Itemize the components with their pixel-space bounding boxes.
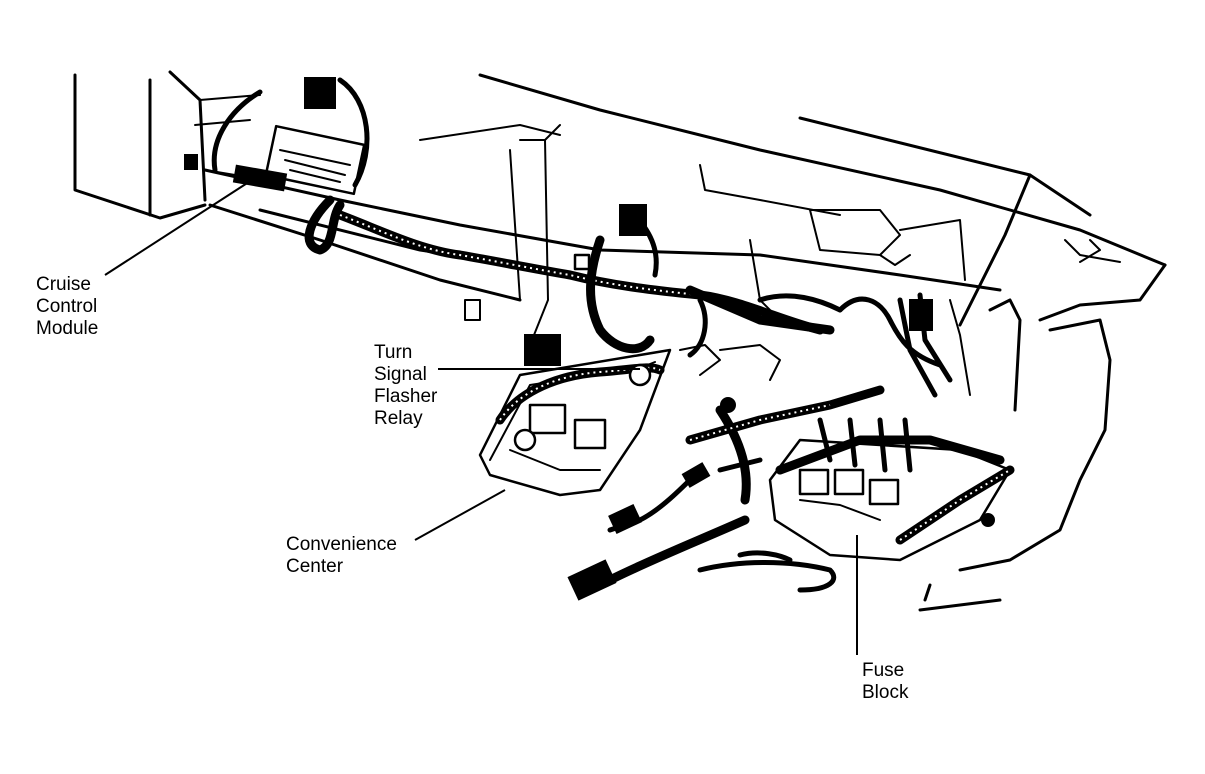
label-line: Module <box>36 318 99 339</box>
label-fuse-block: Fuse Block <box>862 660 908 704</box>
leader-convenience-center <box>414 489 506 541</box>
fuse-block-assembly <box>697 417 1015 593</box>
label-convenience-center: Convenience Center <box>286 534 397 578</box>
main-wiring-harness <box>335 204 953 398</box>
label-line: Convenience <box>286 534 397 555</box>
label-line: Signal <box>374 364 427 385</box>
label-line: Turn <box>374 342 413 363</box>
label-turn-signal-flasher-relay: Turn Signal Flasher Relay <box>374 342 437 430</box>
label-line: Relay <box>374 408 423 429</box>
label-line: Control <box>36 296 98 317</box>
dash-outline <box>419 73 1167 612</box>
leader-cruise-control-module <box>104 177 256 276</box>
label-line: Block <box>862 682 909 703</box>
steering-column-harness <box>567 385 885 601</box>
label-line: Center <box>286 556 344 577</box>
convenience-center-tray <box>478 334 781 497</box>
label-line: Fuse <box>862 660 905 681</box>
label-cruise-control-module: Cruise Control Module <box>36 274 98 340</box>
label-line: Flasher <box>374 386 438 407</box>
cruise-control-module <box>184 77 370 255</box>
label-line: Cruise <box>36 274 91 295</box>
left-kick-panel <box>73 70 261 220</box>
